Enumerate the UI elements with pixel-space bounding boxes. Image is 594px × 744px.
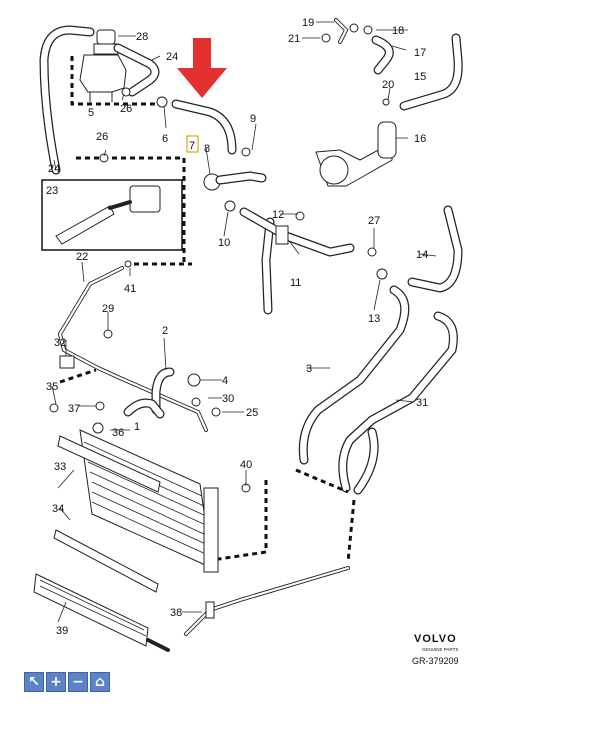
highlight-box-7 xyxy=(186,135,199,153)
callout-26-left: 26 xyxy=(96,131,108,143)
highlight-arrow xyxy=(177,38,227,98)
figure-reference: GR-379209 xyxy=(412,656,459,666)
pipe-connector-8 xyxy=(203,171,267,212)
callout-40: 40 xyxy=(240,459,252,471)
callout-14: 14 xyxy=(416,249,428,261)
callout-33: 33 xyxy=(54,461,66,473)
callout-12: 12 xyxy=(272,209,284,221)
callout-17: 17 xyxy=(414,47,426,59)
callout-34: 34 xyxy=(52,503,64,515)
callout-5: 5 xyxy=(88,107,94,119)
pointer-icon[interactable]: ↖ xyxy=(24,672,44,692)
callout-18: 18 xyxy=(392,25,404,37)
callout-16: 16 xyxy=(414,133,426,145)
callout-1: 1 xyxy=(134,421,140,433)
callout-29: 29 xyxy=(102,303,114,315)
callout-39: 39 xyxy=(56,625,68,637)
home-icon[interactable]: ⌂ xyxy=(90,672,110,692)
callout-27: 27 xyxy=(368,215,380,227)
callout-24-left: 24 xyxy=(48,163,60,175)
callout-25: 25 xyxy=(246,407,258,419)
callout-21: 21 xyxy=(288,33,300,45)
sensor-23 xyxy=(55,185,161,245)
thermostat-housing-16 xyxy=(315,121,397,187)
callout-32: 32 xyxy=(54,337,66,349)
callout-38: 38 xyxy=(170,607,182,619)
callout-13: 13 xyxy=(368,313,380,325)
callout-22: 22 xyxy=(76,251,88,263)
callout-4: 4 xyxy=(222,375,228,387)
callout-3: 3 xyxy=(306,363,312,375)
callout-37: 37 xyxy=(68,403,80,415)
callout-7: 7 xyxy=(189,140,195,152)
radiator-1 xyxy=(57,422,219,573)
callout-2: 2 xyxy=(162,325,168,337)
oil-cooler-39 xyxy=(33,573,170,652)
callout-23: 23 xyxy=(46,185,58,197)
zoom-out-icon[interactable]: − xyxy=(68,672,88,692)
callouts: 28 24 5 26 6 7 8 9 26 24 23 10 12 11 27 … xyxy=(46,17,428,637)
callout-30: 30 xyxy=(222,393,234,405)
callout-36: 36 xyxy=(112,427,124,439)
callout-9: 9 xyxy=(250,113,256,125)
callout-26-top: 26 xyxy=(120,103,132,115)
leader-lines xyxy=(51,21,437,623)
callout-15: 15 xyxy=(414,71,426,83)
callout-8: 8 xyxy=(204,143,210,155)
genuine-parts-label: GENUINE PARTS xyxy=(422,647,458,652)
callout-35: 35 xyxy=(46,381,58,393)
zoom-toolbar: ↖ + − ⌂ xyxy=(24,672,110,692)
callout-24-top: 24 xyxy=(166,51,178,63)
callout-11: 11 xyxy=(290,277,301,289)
volvo-logo: VOLVO xyxy=(414,633,457,645)
callout-10: 10 xyxy=(218,237,230,249)
callout-20: 20 xyxy=(382,79,394,91)
callout-31: 31 xyxy=(416,397,428,409)
callout-28: 28 xyxy=(136,31,148,43)
callout-19: 19 xyxy=(302,17,314,29)
callout-6: 6 xyxy=(162,133,168,145)
expansion-tank xyxy=(79,29,136,102)
callout-41: 41 xyxy=(124,283,136,295)
zoom-in-icon[interactable]: + xyxy=(46,672,66,692)
